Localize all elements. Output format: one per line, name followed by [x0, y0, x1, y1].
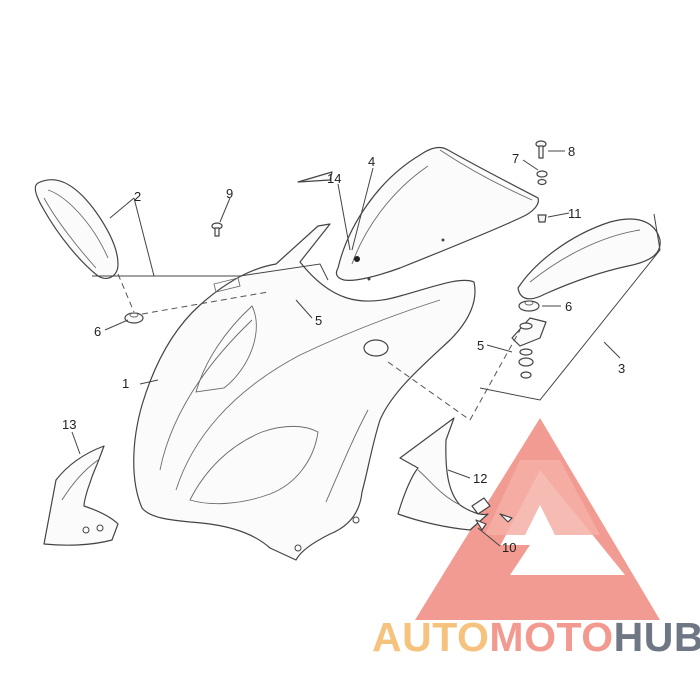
part-8-bolt	[535, 140, 547, 159]
callout-8: 8	[568, 144, 575, 159]
callout-4: 4	[368, 154, 375, 169]
callout-3: 3	[618, 361, 625, 376]
part-11-screw	[537, 214, 547, 223]
callout-6-right: 6	[565, 299, 572, 314]
part-9-screw	[211, 222, 223, 237]
part-12-right-panel	[397, 417, 513, 531]
watermark-text-hub: HUB	[613, 614, 700, 660]
part-14-screen-pad	[297, 171, 333, 183]
callout-6-left: 6	[94, 324, 101, 339]
callout-14: 14	[327, 171, 341, 186]
part-6-right-grommet	[518, 300, 540, 312]
watermark-text-moto: MOTO	[489, 614, 614, 660]
part-7-washer	[536, 170, 548, 186]
part-1-front-fairing	[133, 223, 476, 561]
part-10-screws	[475, 519, 487, 531]
bracket-lines	[92, 197, 661, 401]
callout-1: 1	[122, 376, 129, 391]
callout-11: 11	[568, 206, 582, 221]
part-5-right-mount	[511, 317, 547, 379]
callout-labels: 1 2 3 4 5 5 6 6 7 8 9 10 11 12 13 14	[62, 144, 625, 555]
callout-7: 7	[512, 151, 519, 166]
part-13-left-panel	[43, 445, 119, 546]
callout-5-right: 5	[477, 338, 484, 353]
assembly-dashed-lines	[117, 273, 521, 421]
callout-5-left: 5	[315, 313, 322, 328]
callout-12: 12	[473, 471, 487, 486]
watermark-text: AUTOMOTOHUB	[372, 614, 700, 661]
callout-2: 2	[134, 189, 141, 204]
watermark-text-auto: AUTO	[372, 614, 490, 660]
part-4-windscreen	[335, 146, 539, 281]
leader-lines	[71, 150, 621, 547]
part-6-left-grommet	[124, 312, 144, 324]
callout-9: 9	[226, 186, 233, 201]
callout-13: 13	[62, 417, 76, 432]
part-2-left-mirror	[34, 179, 119, 279]
callout-10: 10	[502, 540, 516, 555]
watermark-logo	[415, 418, 660, 620]
part-3-right-mirror	[517, 218, 661, 300]
